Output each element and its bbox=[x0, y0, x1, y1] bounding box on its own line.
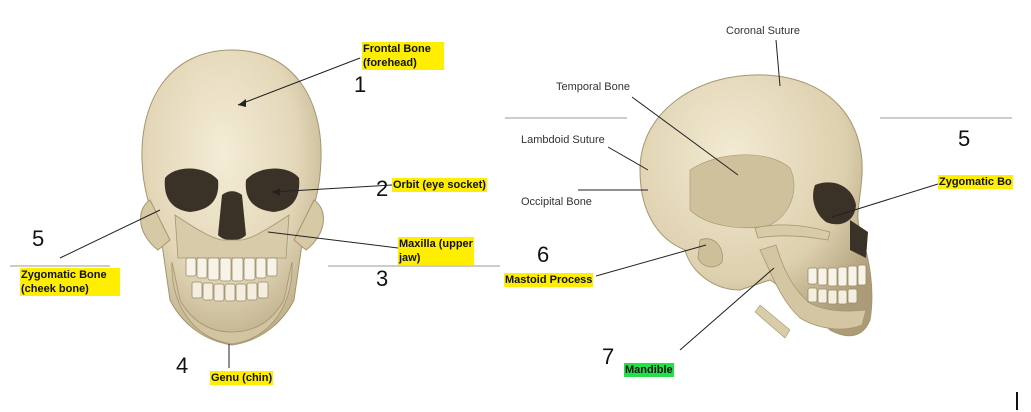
label-zygomatic-side: Zygomatic Bo bbox=[938, 175, 1013, 189]
number-2: 2 bbox=[376, 176, 389, 201]
text-cursor bbox=[1016, 392, 1018, 410]
number-7: 7 bbox=[602, 344, 615, 369]
label-maxilla: Maxilla (upper jaw) bbox=[398, 237, 474, 265]
number-1: 1 bbox=[354, 72, 367, 97]
skull-side-view-illustration bbox=[639, 74, 873, 339]
number-3: 3 bbox=[376, 266, 389, 291]
label-lambdoid-suture: Lambdoid Suture bbox=[521, 134, 605, 146]
label-genu: Genu (chin) bbox=[210, 371, 274, 385]
front-leader-lines bbox=[10, 57, 500, 368]
label-mastoid-process: Mastoid Process bbox=[504, 273, 594, 287]
side-leader-lines bbox=[505, 39, 1012, 351]
number-5-side: 5 bbox=[958, 126, 971, 151]
number-6: 6 bbox=[537, 242, 550, 267]
label-temporal-bone: Temporal Bone bbox=[556, 81, 630, 93]
label-orbit: Orbit (eye socket) bbox=[392, 178, 487, 192]
label-mandible: Mandible bbox=[624, 363, 674, 377]
label-coronal-suture: Coronal Suture bbox=[726, 25, 800, 37]
number-4: 4 bbox=[176, 353, 189, 378]
skull-front-view-illustration bbox=[140, 49, 324, 346]
label-occipital-bone: Occipital Bone bbox=[521, 196, 592, 208]
number-5-front: 5 bbox=[32, 226, 45, 251]
label-frontal-bone: Frontal Bone (forehead) bbox=[362, 42, 444, 70]
label-zygomatic-front: Zygomatic Bone (cheek bone) bbox=[20, 268, 120, 296]
